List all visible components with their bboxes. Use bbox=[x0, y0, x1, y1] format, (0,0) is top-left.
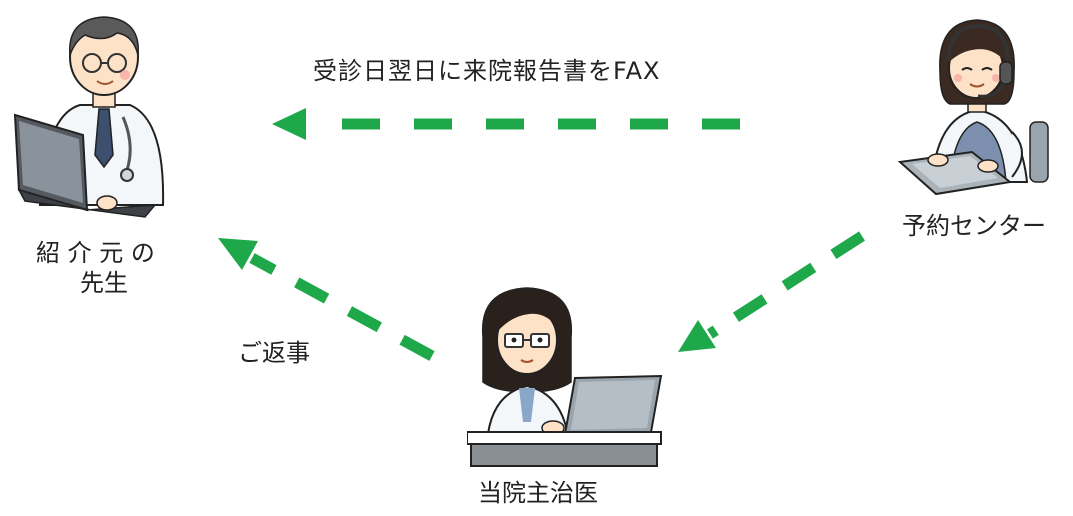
fax-arrow bbox=[272, 108, 740, 140]
reply-label: ご返事 bbox=[238, 339, 310, 367]
attending-doctor-label: 当院主治医 bbox=[478, 479, 598, 507]
referring-doctor-label: 紹 介 元 の 先生 bbox=[36, 238, 155, 298]
referring-doctor-label-line1: 紹 介 元 の bbox=[36, 239, 155, 267]
referral-arrow bbox=[678, 231, 865, 352]
call-center-operator-illustration bbox=[897, 19, 1049, 196]
attending-doctor-illustration bbox=[467, 287, 663, 467]
fax-report-label: 受診日翌日に来院報告書をFAX bbox=[313, 57, 661, 85]
reply-arrow bbox=[218, 238, 435, 361]
doctor-at-laptop-illustration bbox=[13, 16, 165, 218]
call-center-label: 予約センター bbox=[902, 212, 1046, 240]
referring-doctor-label-line2: 先生 bbox=[80, 269, 128, 297]
